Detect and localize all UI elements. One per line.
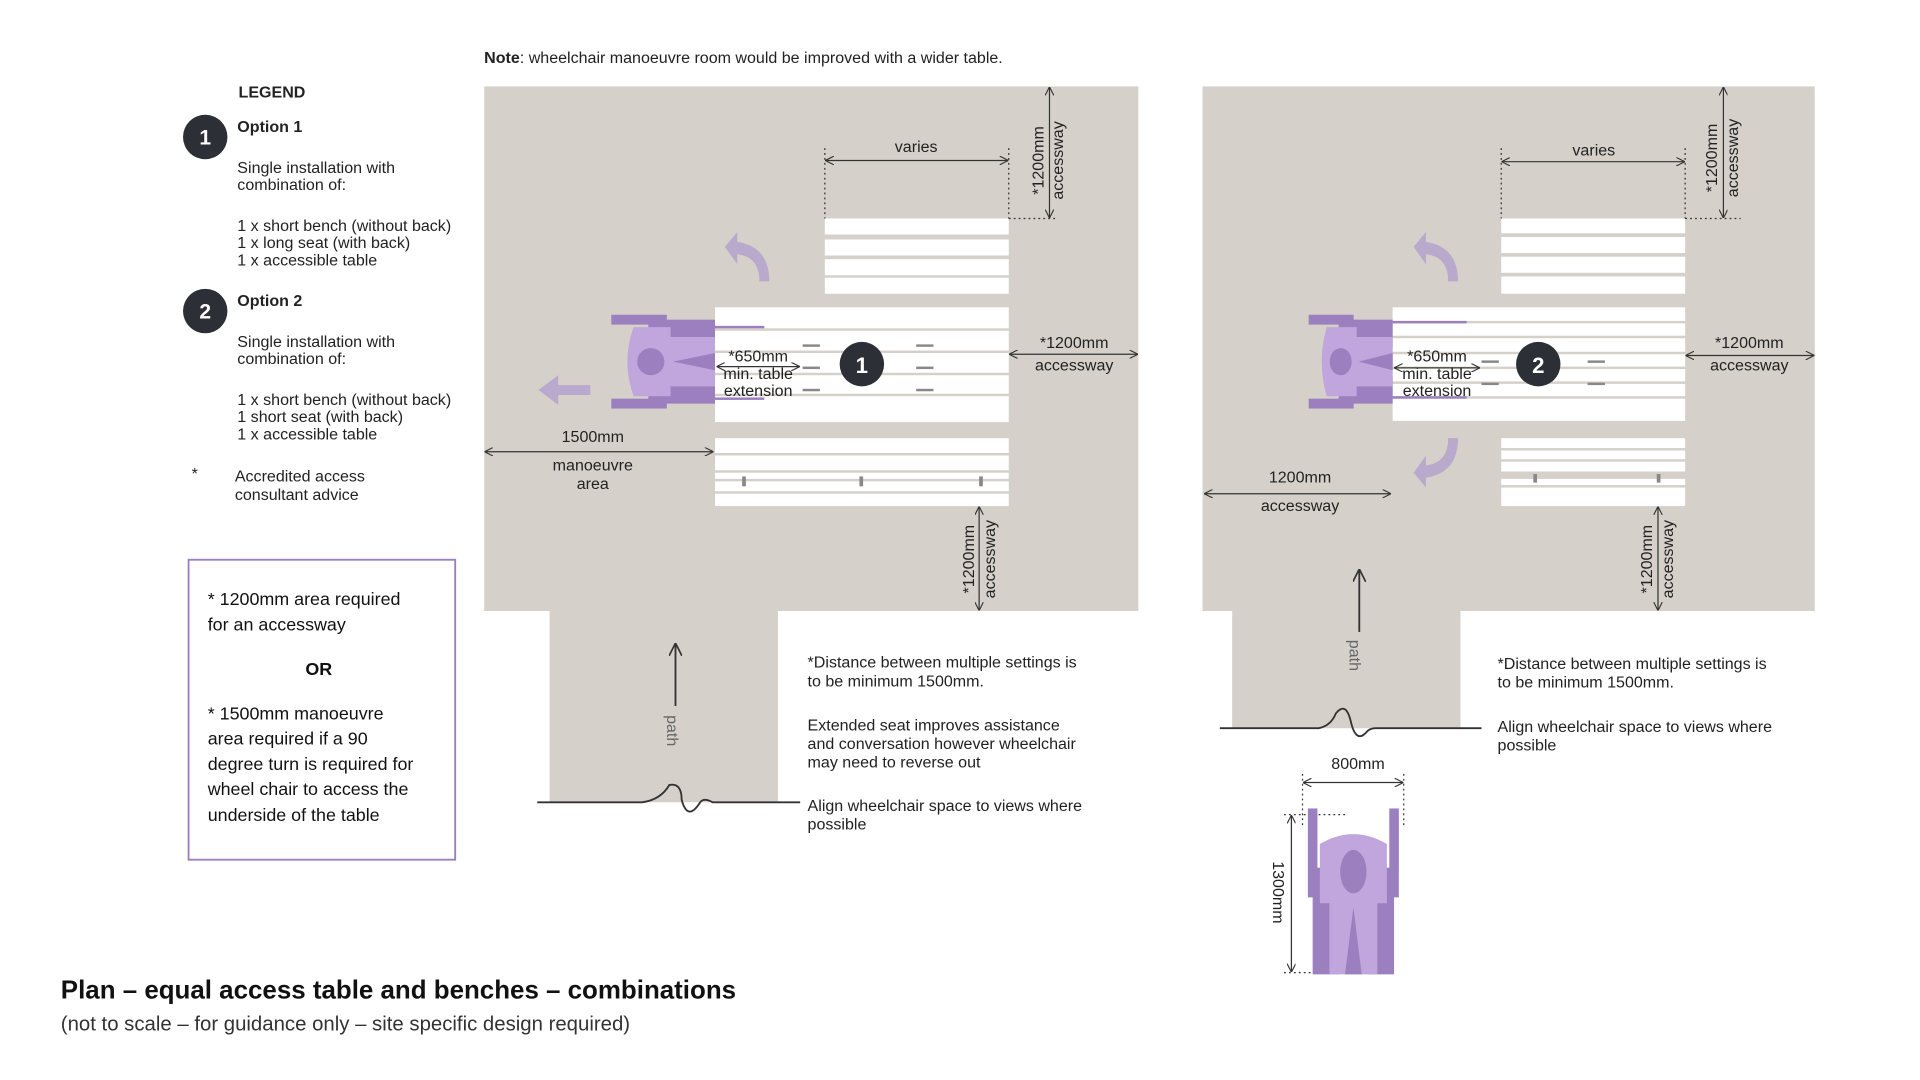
plan1-notes-2-1-text: possible: [808, 815, 867, 833]
plan2-path-text: path: [1345, 640, 1363, 671]
note-label-text: Note: [484, 49, 520, 67]
plan1-bottom_access-1-text: accessway: [981, 520, 999, 598]
legend-options-1-badge-text: 2: [199, 300, 211, 323]
wheelchair-dimensions: 800mm 1300mm: [1269, 755, 1405, 975]
ground-line: [1219, 707, 1482, 738]
callout-a-0-text: * 1200mm area required: [208, 589, 401, 609]
legend-options-1-title-text: Option 2: [237, 292, 302, 310]
plan2-notes-0-1-text: to be minimum 1500mm.: [1498, 673, 1674, 691]
legend-options-1-items-1-text: 1 short seat (with back): [237, 408, 403, 426]
callout-b-4-text: underside of the table: [208, 805, 380, 825]
plan1-table_ext-1-text: min. table: [723, 365, 793, 383]
option-1-badge: [183, 114, 228, 160]
reverse-arrow-icon: [538, 375, 591, 405]
top-bench: [824, 218, 1009, 294]
plan2-right_access-0-text: *1200mm: [1715, 334, 1784, 352]
plan1-notes-1-2-text: may need to reverse out: [808, 754, 981, 772]
plan2-notes-1-1-text: possible: [1498, 736, 1557, 754]
ground-line: [537, 783, 801, 813]
plan2-top_access-1-text: accessway: [1724, 119, 1742, 197]
legend-options-1-desc-0-text: Single installation with: [237, 333, 395, 351]
plan2-length-text: 1300mm: [1269, 861, 1287, 923]
plan2-notes-1-0-text: Align wheelchair space to views where: [1498, 718, 1773, 736]
legend-options-0-title-text: Option 1: [237, 118, 302, 136]
plan1-top_access-0-text: *1200mm: [1029, 126, 1047, 195]
callout-or-text: OR: [305, 659, 332, 679]
wheelchair-icon: [1305, 808, 1402, 975]
plan1-notes-2-0-text: Align wheelchair space to views where: [808, 797, 1083, 815]
plan2-notes-0-0-text: *Distance between multiple settings is: [1498, 655, 1767, 673]
turn-arrow-icon: [1413, 438, 1459, 488]
plan2-width-text: 800mm: [1331, 755, 1384, 773]
plan1-bottom_access-0-text: *1200mm: [960, 525, 978, 594]
plan1-notes-0-0-text: *Distance between multiple settings is: [808, 654, 1077, 672]
legend-options-0-items-2-text: 1 x accessible table: [237, 251, 377, 269]
legend-options-0-items-1-text: 1 x long seat (with back): [237, 234, 410, 252]
plan1-notes-1-0-text: Extended seat improves assistance: [808, 717, 1060, 735]
plan1-notes-0-1-text: to be minimum 1500mm.: [808, 672, 984, 690]
top-bench: [1501, 218, 1686, 294]
legend-title: LEGEND: [239, 84, 306, 102]
plan1-badge-text: 1: [856, 353, 868, 378]
plan1-varies-text: varies: [895, 138, 938, 156]
plan-option-2: 2 varies *1200mm accessway *1200mm acces…: [1202, 86, 1815, 975]
plan2-badge-text: 2: [1532, 353, 1544, 378]
plan2-left_access-0-text: 1200mm: [1269, 469, 1331, 487]
plan1-table_ext-2-text: extension: [724, 382, 793, 400]
legend-options-0-items-0-text: 1 x short bench (without back): [237, 217, 451, 235]
option-2-badge: [1516, 341, 1561, 387]
turn-arrow-icon: [724, 232, 770, 282]
plan2-table_ext-1-text: min. table: [1402, 365, 1472, 383]
callout-b-2-text: degree turn is required for: [208, 754, 414, 774]
legend: LEGEND 1 Option 1 Single installation wi…: [183, 84, 451, 504]
plan2-table_ext-2-text: extension: [1403, 382, 1472, 400]
legend-options-0-badge-text: 1: [199, 126, 211, 149]
short-seat: [1501, 438, 1686, 507]
callout-b-1-text: area required if a 90: [208, 728, 368, 748]
option-1-badge: [839, 341, 885, 387]
callout-a-1-text: for an accessway: [208, 615, 346, 635]
note-text-text: : wheelchair manoeuvre room would be imp…: [520, 49, 1003, 67]
accessway-callout: * 1200mm area required for an accessway …: [187, 558, 457, 861]
callout-b-3-text: wheel chair to access the: [207, 779, 409, 799]
legend-options-1-desc-1-text: combination of:: [237, 350, 346, 368]
accessible-table: [1392, 307, 1686, 421]
plan1-right_access-0-text: *1200mm: [1040, 334, 1109, 352]
legend-options-0-desc-0-text: Single installation with: [237, 159, 395, 177]
plan1-table_ext-0-text: *650mm: [728, 348, 788, 366]
plan2-bottom_access-1-text: accessway: [1659, 520, 1677, 598]
plan1-manoeuvre-2-text: area: [577, 475, 609, 493]
plan1-top_access-1-text: accessway: [1049, 121, 1067, 199]
legend-options-1-items-2-text: 1 x accessible table: [237, 425, 377, 443]
plan2-bottom_access-0-text: *1200mm: [1638, 525, 1656, 594]
note-text: Note: wheelchair manoeuvre room would be…: [484, 49, 1003, 67]
callout-b-0-text: * 1500mm manoeuvre: [208, 704, 384, 724]
plan2-top_access-0-text: *1200mm: [1703, 124, 1721, 193]
turn-arrow-icon: [1413, 232, 1459, 282]
legend-asterisk_text-1-text: consultant advice: [235, 486, 359, 504]
plan1-manoeuvre-0-text: 1500mm: [562, 428, 624, 446]
page-subtitle: (not to scale – for guidance only – site…: [61, 1014, 630, 1036]
plan1-right_access-1-text: accessway: [1035, 356, 1113, 374]
plan2-table_ext-0-text: *650mm: [1407, 348, 1467, 366]
plan2-right_access-1-text: accessway: [1710, 356, 1788, 374]
legend-options-0-desc-1-text: combination of:: [237, 176, 346, 194]
legend-options-1-items-0-text: 1 x short bench (without back): [237, 391, 451, 409]
plan-option-1: 1 varies *1200mm accessway *1200mm acces…: [484, 86, 1139, 833]
plan2-varies-text: varies: [1572, 142, 1615, 160]
plan1-notes-1-1-text: and conversation however wheelchair: [808, 735, 1077, 753]
legend-asterisk-text: *: [192, 465, 198, 483]
long-seat: [714, 438, 1009, 507]
plan1-manoeuvre-1-text: manoeuvre: [553, 456, 633, 474]
option-2-badge: [183, 288, 228, 334]
plan1-path-text: path: [663, 715, 681, 746]
page-title: Plan – equal access table and benches – …: [61, 977, 736, 1005]
plan2-left_access-1-text: accessway: [1261, 497, 1339, 515]
legend-asterisk_text-0-text: Accredited access: [235, 467, 365, 485]
